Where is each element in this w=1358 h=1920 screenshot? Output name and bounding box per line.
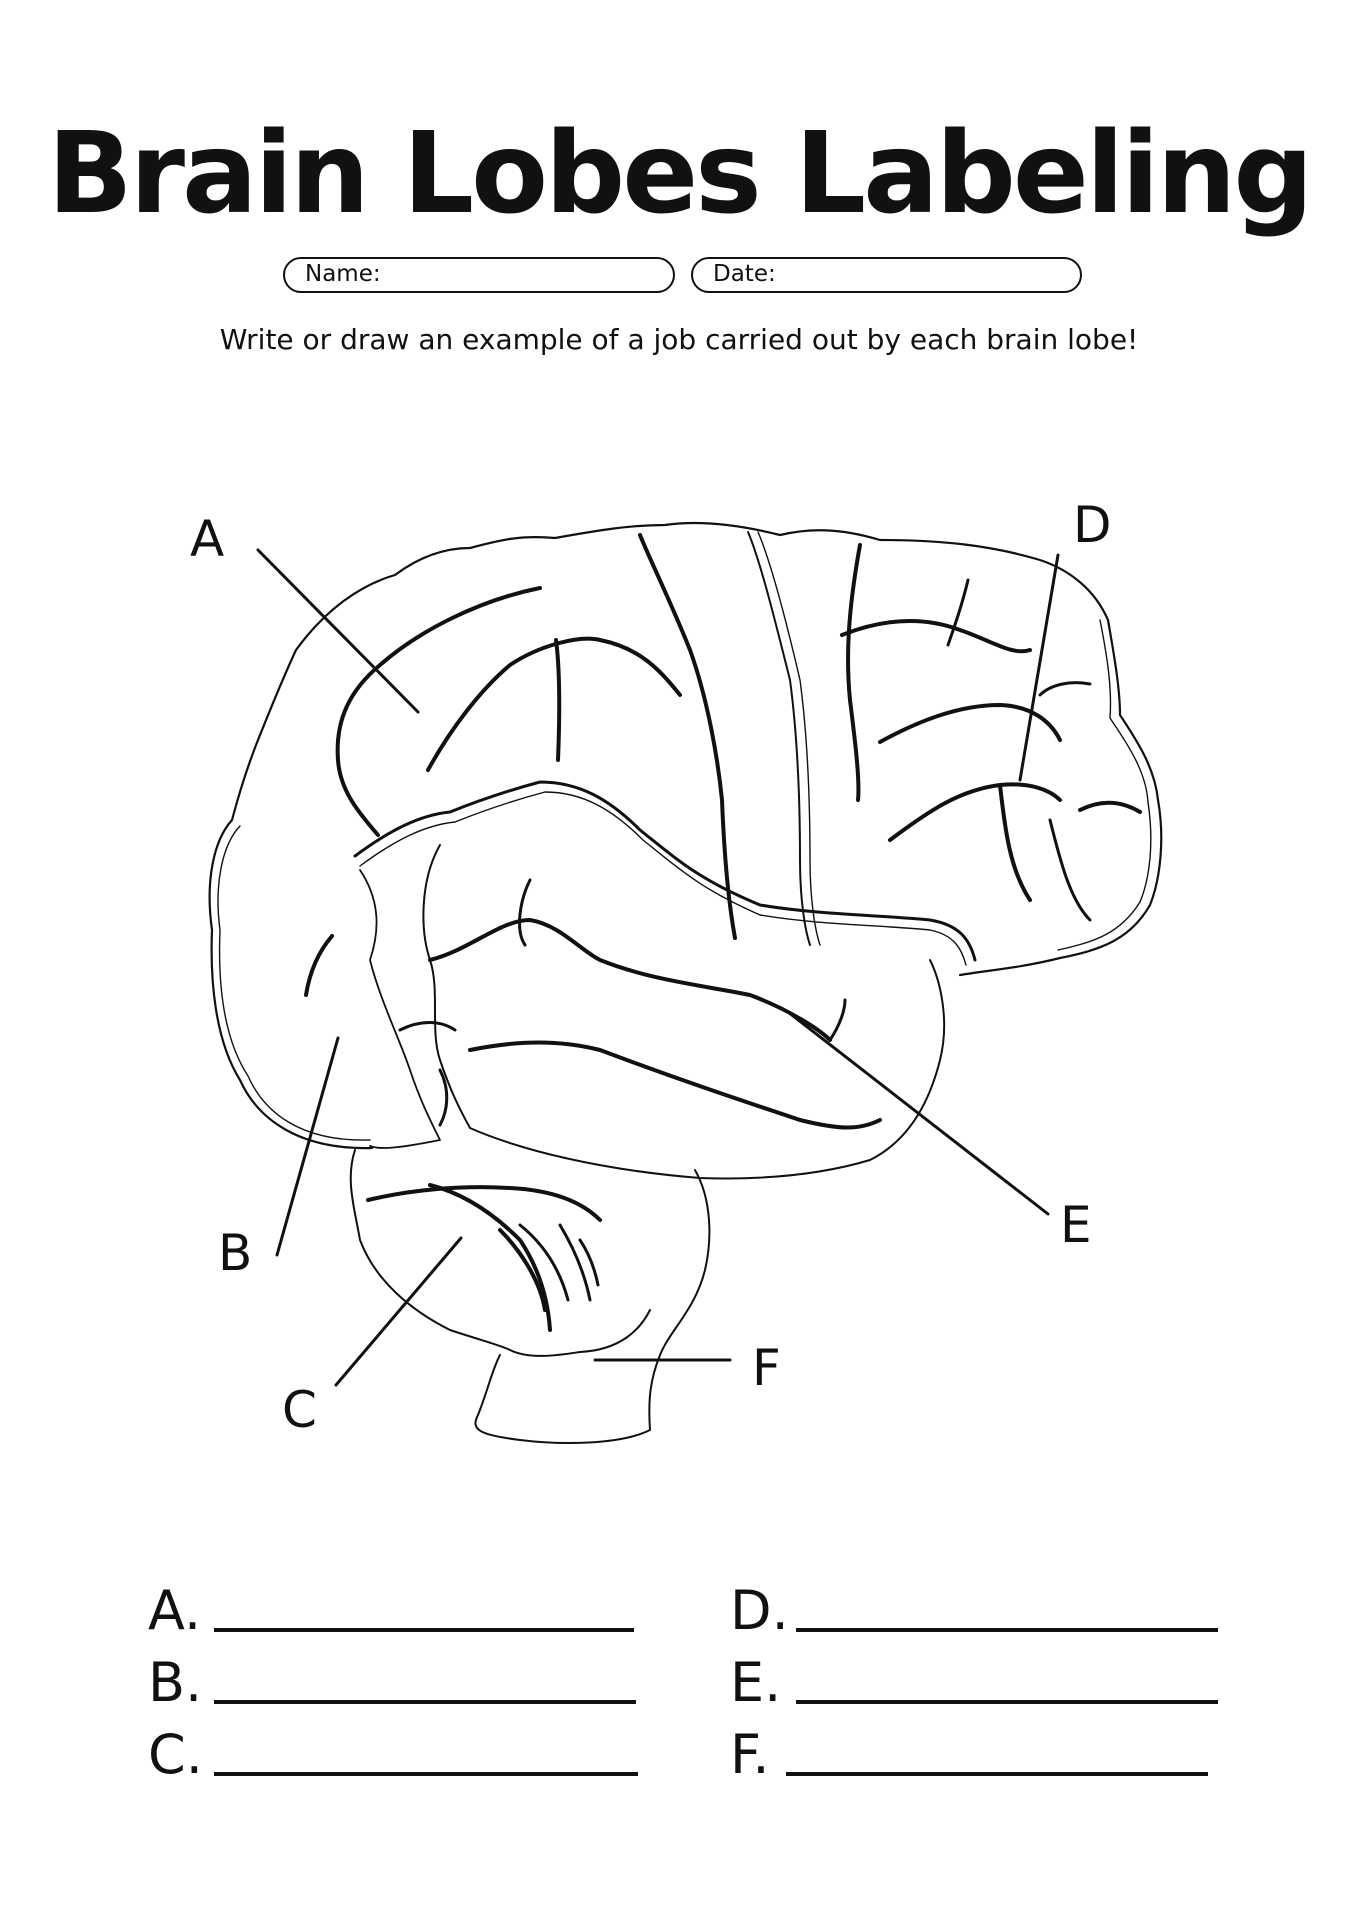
frontal-sulcus-2 [426, 636, 682, 772]
occipital-sulcus-2 [1038, 681, 1092, 697]
brain-stem-outline [474, 1169, 711, 1444]
occipital-sulcus-1 [878, 703, 1062, 744]
cerebellum-fold-5 [558, 1223, 592, 1302]
cerebellum-fold-2 [428, 1183, 552, 1332]
temporal-sulcus-4 [828, 998, 847, 1042]
answer-line-d[interactable] [796, 1628, 1218, 1632]
central-sulcus-groove-2 [757, 531, 821, 946]
date-label: Date: [713, 261, 776, 287]
cerebrum-inner-outline [217, 619, 1152, 1141]
temporal-lobe-outline [422, 844, 946, 1180]
parietal-sulcus-3 [946, 578, 970, 647]
cerebellum-fold-1 [366, 1185, 602, 1222]
lateral-sulcus [353, 780, 977, 962]
answer-letter-a: A. [148, 1579, 202, 1642]
lateral-sulcus-inner [359, 791, 967, 966]
answer-row-f[interactable]: F. [730, 1718, 1208, 1782]
leader-line-b [275, 1036, 340, 1257]
answer-row-a[interactable]: A. [148, 1574, 634, 1638]
worksheet-title: Brain Lobes Labeling [47, 109, 1313, 239]
occipital-sulcus-4 [998, 783, 1032, 902]
frontal-lower-sulcus-2 [398, 1021, 457, 1032]
frontal-sulcus-3 [554, 638, 562, 762]
answer-letter-c: C. [148, 1723, 203, 1786]
temporal-sulcus-2 [468, 1040, 882, 1130]
date-field[interactable]: Date: [691, 257, 1082, 293]
occipital-sulcus-3 [888, 782, 1062, 842]
central-sulcus-left [638, 533, 737, 940]
cerebellum-outline [349, 1149, 651, 1357]
cerebellum-fold-4 [518, 1223, 570, 1302]
answer-line-c[interactable] [214, 1772, 638, 1776]
parietal-sulcus-1 [846, 543, 862, 802]
diagram-label-f: F [752, 1339, 781, 1397]
frontal-lower-sulcus [304, 934, 334, 997]
cerebellum-fold-3 [498, 1228, 547, 1312]
cerebellum-fold-6 [578, 1238, 600, 1287]
answer-letter-e: E. [730, 1651, 782, 1714]
leader-line-c [334, 1236, 463, 1387]
answer-row-b[interactable]: B. [148, 1646, 636, 1710]
diagram-label-e: E [1060, 1196, 1092, 1254]
name-label: Name: [305, 261, 381, 287]
answer-row-e[interactable]: E. [730, 1646, 1218, 1710]
answer-letter-f: F. [730, 1723, 770, 1786]
cerebrum-outline [208, 521, 1163, 1150]
temporal-sulcus-3 [518, 878, 532, 947]
instruction-text: Write or draw an example of a job carrie… [219, 323, 1139, 356]
answer-row-d[interactable]: D. [730, 1574, 1218, 1638]
leader-line-d [1018, 553, 1060, 782]
diagram-label-d: D [1073, 496, 1112, 554]
leader-line-a [256, 548, 420, 714]
diagram-label-b: B [218, 1224, 252, 1282]
frontal-lower-sulcus-3 [438, 1068, 449, 1127]
occipital-sulcus-6 [1048, 818, 1092, 922]
occipital-sulcus-5 [1078, 800, 1142, 814]
answer-line-f[interactable] [786, 1772, 1208, 1776]
answer-line-b[interactable] [214, 1700, 636, 1704]
leader-lines [256, 548, 1060, 1387]
answer-line-e[interactable] [796, 1700, 1218, 1704]
diagram-label-a: A [190, 510, 224, 568]
name-field[interactable]: Name: [283, 257, 675, 293]
temporal-sulcus-1 [428, 918, 832, 1042]
answer-letter-d: D. [730, 1579, 789, 1642]
diagram-label-c: C [282, 1381, 317, 1439]
central-sulcus-groove [747, 531, 811, 946]
frontal-lower-edge [359, 869, 441, 1149]
answer-row-c[interactable]: C. [148, 1718, 638, 1782]
leader-line-e [786, 1010, 1050, 1216]
answer-line-a[interactable] [214, 1628, 634, 1632]
brain-illustration [208, 521, 1163, 1444]
frontal-sulcus-1 [335, 586, 542, 837]
answer-letter-b: B. [148, 1651, 203, 1714]
